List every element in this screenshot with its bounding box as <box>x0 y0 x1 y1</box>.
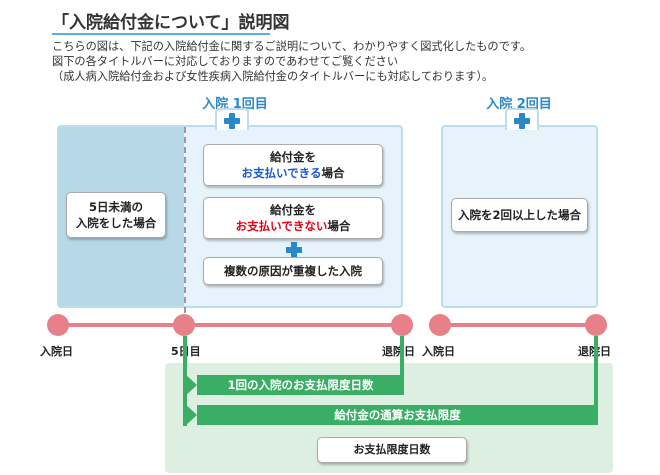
second-stay-box: 入院を2回以上した場合 <box>451 198 588 232</box>
intro-line-1: こちらの図は、下記の入院給付金に関するご説明について、わかりやすく図式化したもの… <box>52 40 532 53</box>
per-stay-end-line <box>400 336 404 386</box>
multiple-causes-box: 複数の原因が重複した入院 <box>203 257 383 285</box>
timeline-dot-discharge-1 <box>391 314 413 336</box>
page-title: 「入院給付金について」説明図 <box>52 13 290 33</box>
limit-legend-box: お支払限度日数 <box>317 437 467 463</box>
plus-icon <box>505 108 539 130</box>
total-end-line <box>594 336 598 416</box>
total-arrow-icon <box>185 404 197 426</box>
timeline-segment-1 <box>58 323 402 327</box>
payable-case-box: 給付金を お支払いできる場合 <box>203 144 383 186</box>
total-limit-bar: 給付金の通算お支払限度 <box>197 405 598 425</box>
timeline-label-discharge-1: 退院日 <box>382 345 415 358</box>
timeline-dot-admission-2 <box>429 314 451 336</box>
plus-icon <box>215 108 249 130</box>
per-stay-limit-bar: 1回の入院のお支払限度日数 <box>197 375 404 395</box>
intro-line-3: （成人病入院給付金および女性疾病入院給付金のタイトルバーにも対応しております）。 <box>52 70 494 83</box>
intro-line-2: 図下の各タイトルバーに対応しておりますのであわせてご覧ください <box>52 55 399 68</box>
title-underline <box>52 33 270 35</box>
not-payable-case-box: 給付金を お支払いできない場合 <box>203 197 383 239</box>
timeline-segment-2 <box>440 323 596 327</box>
timeline-label-admission-1: 入院日 <box>40 345 73 358</box>
plus-icon-small <box>286 242 302 258</box>
under-5-days-box: 5日未満の 入院をした場合 <box>66 192 166 238</box>
timeline-dot-discharge-2 <box>585 314 607 336</box>
timeline-dot-admission-1 <box>47 314 69 336</box>
per-stay-arrow-icon <box>185 374 197 396</box>
timeline-label-admission-2: 入院日 <box>422 345 455 358</box>
day-5-divider <box>184 127 186 323</box>
timeline-dot-day-5 <box>173 314 195 336</box>
